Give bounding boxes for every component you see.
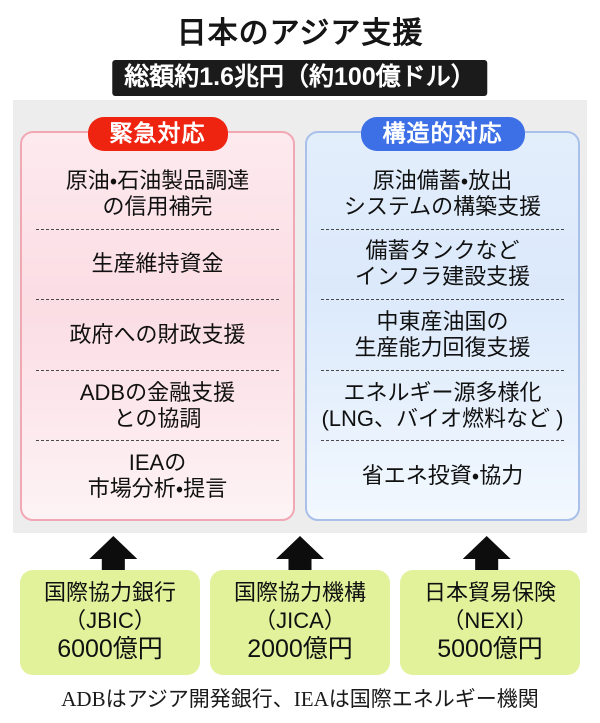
- list-item: エネルギー源多様化 (LNG、バイオ燃料など ): [321, 379, 564, 431]
- item-separator: [36, 369, 279, 371]
- agency-abbr: （NEXI）: [442, 607, 538, 633]
- list-item: 省エネ投資・協力: [361, 463, 524, 489]
- emergency-item-list: 原油・石油製品調達 の信用補完 生産維持資金 政府への財政支援 ADBの金融支援…: [32, 159, 283, 511]
- list-item: 生産維持資金: [91, 251, 224, 277]
- agency-name: 国際協力銀行: [43, 580, 176, 606]
- list-item: IEAの 市場分析・提言: [87, 450, 228, 502]
- footnote: ADBはアジア開発銀行、IEAは国際エネルギー機関: [61, 687, 539, 711]
- list-item: 原油・石油製品調達 の信用補完: [65, 167, 250, 219]
- item-separator: [321, 369, 564, 371]
- structural-item-list: 原油備蓄・放出 システムの構築支援 備蓄タンクなど インフラ建設支援 中東産油国…: [317, 159, 568, 511]
- agency-boxes: 国際協力銀行 （JBIC） 6000億円 国際協力機構 （JICA） 2000億…: [20, 570, 580, 675]
- agency-amount: 2000億円: [247, 635, 353, 664]
- agency-box-nexi: 日本貿易保険 （NEXI） 5000億円: [400, 570, 580, 675]
- support-panels: 緊急対応 原油・石油製品調達 の信用補完 生産維持資金 政府への財政支援 ADB…: [20, 117, 580, 521]
- panel-badge-emergency: 緊急対応: [87, 117, 228, 152]
- list-item: 原油備蓄・放出 システムの構築支援: [343, 167, 542, 219]
- list-item: 政府への財政支援: [69, 322, 246, 347]
- total-amount-banner: 総額約1.6兆円（約100億ドル）: [112, 60, 488, 96]
- list-item: 備蓄タンクなど インフラ建設支援: [354, 238, 531, 290]
- item-separator: [36, 299, 279, 301]
- item-separator: [321, 299, 564, 301]
- agency-box-jbic: 国際協力銀行 （JBIC） 6000億円: [20, 570, 200, 675]
- panel-emergency-response: 緊急対応 原油・石油製品調達 の信用補完 生産維持資金 政府への財政支援 ADB…: [20, 117, 295, 521]
- agency-box-jica: 国際協力機構 （JICA） 2000億円: [210, 570, 390, 675]
- agency-abbr: （JICA）: [254, 607, 346, 633]
- agency-amount: 6000億円: [57, 635, 163, 664]
- panel-badge-structural: 構造的対応: [360, 117, 525, 152]
- agency-amount: 5000億円: [437, 635, 543, 664]
- agency-name: 国際協力機構: [233, 580, 366, 606]
- list-item: ADBの金融支援 との協調: [79, 379, 236, 431]
- item-separator: [321, 228, 564, 230]
- panel-structural-response: 構造的対応 原油備蓄・放出 システムの構築支援 備蓄タンクなど インフラ建設支援…: [305, 117, 580, 521]
- item-separator: [36, 440, 279, 442]
- item-separator: [36, 228, 279, 230]
- agency-abbr: （JBIC）: [64, 607, 156, 633]
- list-item: 中東産油国の 生産能力回復支援: [354, 309, 531, 360]
- page-title: 日本のアジア支援: [176, 17, 424, 50]
- item-separator: [321, 440, 564, 442]
- agency-name: 日本貿易保険: [423, 580, 556, 606]
